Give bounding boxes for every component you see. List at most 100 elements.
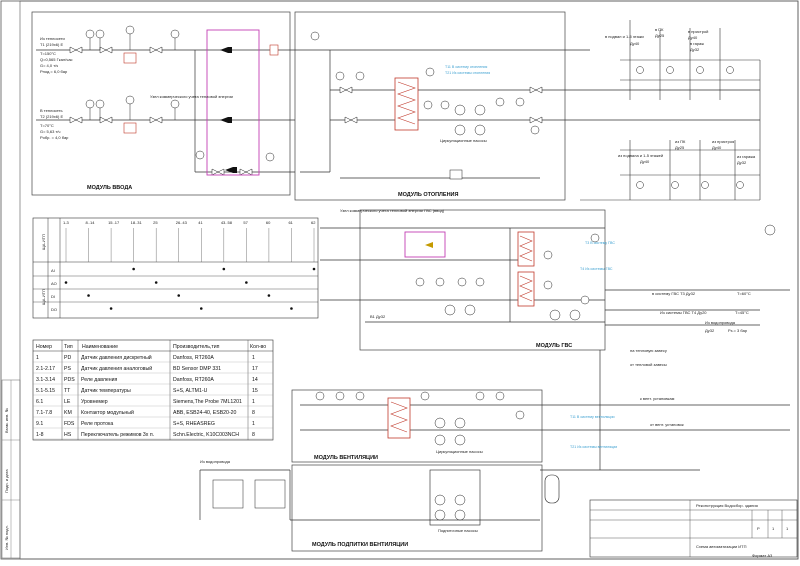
spec-cell: Реле давления (81, 377, 118, 383)
dhw-t4-temp: Т=45°С (735, 310, 749, 315)
spec-cell: Schn.Electric, K10C003NCH (173, 432, 239, 438)
input-pipes (36, 49, 330, 173)
title-stage: Р (757, 526, 760, 531)
heating-instruments (310, 31, 540, 135)
vent-pumps (434, 417, 466, 446)
spec-header-name: Наименование (82, 344, 118, 350)
spec-cell: 8 (252, 432, 255, 438)
vent-pumps-label: Циркуляционные насосы (436, 449, 483, 454)
return-temp: Т=70°С (40, 123, 54, 128)
dhw-t4: Из системы ГВС Т4 Ду20 (660, 310, 707, 315)
io-point (199, 307, 203, 310)
heating-out-3-d: Ду40 (688, 35, 698, 40)
heating-cyan-note-1: Т11 В систему отопления (445, 65, 487, 69)
spec-cell: Датчик температуры (81, 388, 131, 394)
makeup-pumps-label: Подпиточные насосы (438, 528, 478, 533)
water-supply-label: Из водопровода (200, 459, 231, 464)
input-return-labels: В теплосеть Т2 (219х6) Е Т=70°С G= 5,63 … (40, 108, 69, 140)
io-point (154, 281, 158, 284)
dhw-cold: В1 Ду32 (370, 314, 386, 319)
io-table-header: ЩА-ИТП (41, 234, 46, 250)
dhw-pumps (444, 304, 581, 321)
spec-cell: PD (64, 355, 71, 361)
spec-cell: HS (64, 432, 72, 438)
io-col-label: 62 (311, 220, 316, 225)
makeup-pumps (434, 494, 466, 521)
heating-module-title: МОДУЛЬ ОТОПЛЕНИЯ (398, 192, 459, 198)
format-label: Формат А3 (752, 553, 773, 558)
supply-flow-q: Q=0,565 Гкал/час (40, 57, 73, 62)
dhw-metering-label: Узел коммерческого учета тепловой энерги… (340, 208, 445, 213)
dhw-cyan-note-1: Т3 В систему ГВС (585, 241, 615, 245)
heating-output-lines (580, 20, 761, 201)
input-filters (123, 44, 279, 134)
heating-out-1-d: Ду40 (630, 41, 640, 46)
spec-cell: 1-8 (36, 432, 44, 438)
spec-cell: Датчик давления дискретный (81, 354, 152, 361)
io-point (245, 281, 248, 284)
spec-header-num: Номер (36, 344, 52, 350)
spec-cell: 8 (252, 410, 255, 416)
dhw-line-labels: в систему ГВС Т3 Ду32 Т=60°С Из системы … (370, 291, 751, 333)
input-module-frame (31, 11, 291, 196)
io-table: ЩА-ИТП ЩА-ИТП AI AO DI DO (32, 217, 319, 319)
io-point (222, 267, 226, 271)
heating-ret-1-d: Ду40 (640, 159, 650, 164)
spec-cell: TT (64, 388, 71, 394)
spec-table: Номер Тип Наименование Производитель,тип… (32, 339, 274, 441)
input-valves (69, 46, 253, 176)
spec-cell: ABB, ESB24-40, ESB20-20 (173, 410, 237, 416)
heating-out-4: в гараж (690, 41, 704, 46)
supply-title: Из теплосети (40, 36, 65, 41)
spec-cell: Siemens,The Probe 7ML1201 (173, 399, 242, 405)
io-point (109, 307, 113, 310)
io-point (312, 267, 316, 271)
heating-ret-4: из гаража (737, 154, 756, 159)
io-col-label: 8..14 (86, 220, 96, 225)
spec-cell: 17 (252, 366, 258, 372)
io-point (267, 294, 271, 297)
supply-pipe: Т1 (219х6) Е (40, 42, 63, 47)
io-table-left-label: ЩА-ИТП (41, 289, 46, 305)
title-drawing: Схема автоматизации ИТП (696, 544, 747, 549)
spec-header-qty: Кол-во (250, 344, 266, 350)
spec-cell: S+S, ALTM1-U (173, 388, 208, 394)
io-col-label: 57 (243, 220, 248, 225)
input-supply-labels: Из теплосети Т1 (219х6) Е Т=150°С Q=0,56… (40, 36, 73, 74)
title-block: Реконструкция Водосбор. здания Р 1 1 Схе… (589, 499, 798, 558)
spec-cell: Переключатель режимов 3х п. (81, 432, 154, 438)
dhw-cyan-note-2: Т4 Из системы ГВС (580, 267, 613, 271)
vent-out-1: к вент. установкам (640, 396, 675, 401)
makeup-controllers (212, 479, 286, 509)
io-col-label: 1-3 (63, 220, 70, 225)
vent-cyan-note-1: Т11 В систему вентиляции (570, 415, 614, 419)
spec-header-type: Тип (64, 344, 73, 350)
spec-cell: Контактор модульный (81, 409, 134, 416)
heating-valves (339, 86, 543, 124)
spec-cell: 9.1 (36, 421, 43, 427)
dhw-t3-temp: Т=60°С (737, 291, 751, 296)
heating-output-instruments (636, 66, 776, 236)
io-col-label: 26..43 (176, 220, 188, 225)
dhw-water: Из водопровода (705, 320, 736, 325)
expansion-tank (544, 474, 560, 504)
spec-cell: 6.1 (36, 399, 43, 405)
heating-out-2-d: Ду25 (655, 33, 665, 38)
spec-cell: Уровнемер (81, 399, 108, 405)
heating-pumps (454, 104, 486, 136)
spec-cell: 1 (252, 399, 255, 405)
input-module-title: МОДУЛЬ ВВОДА (87, 185, 132, 191)
vent-out-3: на тепловую завесу (630, 348, 667, 353)
dhw-metering-box (404, 231, 446, 258)
heating-ret-3-d: Ду40 (712, 145, 722, 150)
title-sheet: 1 (772, 526, 775, 531)
dhw-water-d: Ду32 (705, 328, 715, 333)
drawing-frame (19, 0, 799, 560)
spec-cell: 15 (252, 388, 258, 394)
spec-cell: LE (64, 399, 71, 405)
spec-cell: 3.1-3.14 (36, 377, 55, 383)
side-label-3: Взам. инв. № (4, 408, 9, 433)
